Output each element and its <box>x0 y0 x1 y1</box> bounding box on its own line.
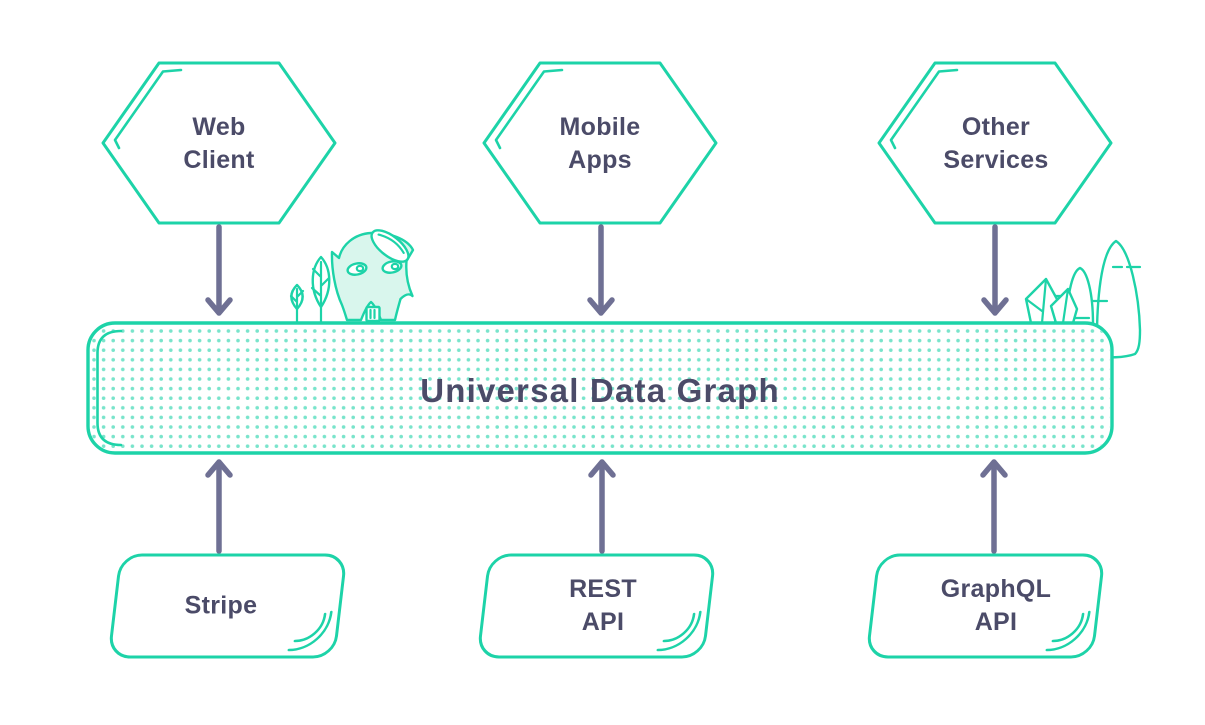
crystal-facets <box>1024 277 1048 325</box>
other-services-label-line2: Services <box>943 146 1049 174</box>
left-decorations <box>289 229 415 324</box>
ghost-tag-lines <box>369 308 376 320</box>
arrows-up <box>205 459 1008 554</box>
small-leaf-plant-veins <box>289 287 305 324</box>
rest-api-label: REST API <box>569 573 637 639</box>
source-corner-accent <box>287 610 333 652</box>
big-hill-cactus-icon <box>1095 239 1142 359</box>
hexagon-outline <box>101 61 337 225</box>
source-stripe <box>109 553 346 659</box>
rest-api-label-line2: API <box>581 608 625 636</box>
arrows-down <box>205 224 1009 316</box>
arrow-graphql-api-to-hub <box>980 459 1008 554</box>
web-client-label-line1: Web <box>192 113 246 141</box>
web-client-label: Web Client <box>183 111 254 177</box>
source-rest-api <box>478 553 715 659</box>
hexagon-outline <box>482 61 718 225</box>
mobile-apps-label: Mobile Apps <box>560 111 641 177</box>
hexagon-accent <box>113 68 183 150</box>
source-corner-accent <box>1045 610 1091 652</box>
arrow-other-services-to-hub <box>981 224 1009 316</box>
halo-inner-line <box>377 233 405 254</box>
arrow-web-client-to-hub <box>205 224 233 316</box>
source-graphql-api <box>867 553 1104 659</box>
hexagon-accent <box>889 68 959 150</box>
arrow-mobile-apps-to-hub <box>587 224 615 316</box>
ghost-pupil-right <box>390 262 400 271</box>
hub-banner-border <box>86 321 1114 455</box>
crystal-small-facet <box>1061 287 1070 325</box>
hexagon-web-client <box>101 61 337 225</box>
hub-title: Universal Data Graph <box>420 372 780 409</box>
stripe-label-line1: Stripe <box>184 591 258 620</box>
right-decorations <box>1024 239 1142 359</box>
graphql-api-label-line1: GraphQL <box>940 575 1052 603</box>
hub-banner-dot-pattern <box>90 325 1110 451</box>
leaf-plant-veins <box>310 260 331 324</box>
hexagon-mobile-apps <box>482 61 718 225</box>
source-corner-accent <box>656 610 702 652</box>
source-outline <box>109 553 346 659</box>
hexagon-accent <box>494 68 564 150</box>
mobile-apps-label-line2: Apps <box>568 146 632 174</box>
rest-api-label-line1: REST <box>569 575 637 603</box>
hexagon-outline <box>877 61 1113 225</box>
halo-ring <box>370 229 410 263</box>
graphql-api-label: GraphQL API <box>941 573 1051 639</box>
hub-banner <box>86 321 1114 455</box>
graphql-api-label-line2: API <box>974 608 1018 636</box>
arrow-rest-api-to-hub <box>588 459 616 554</box>
arrow-stripe-to-hub <box>205 459 233 554</box>
web-client-label-line2: Client <box>183 146 255 174</box>
ghost-halo-icon <box>370 229 410 263</box>
ghost-tag <box>365 305 381 323</box>
other-services-label: Other Services <box>943 111 1048 177</box>
source-outline <box>478 553 715 659</box>
stripe-label: Stripe <box>185 590 258 623</box>
hub-banner-accent <box>96 329 123 447</box>
mobile-apps-label-line1: Mobile <box>559 113 641 141</box>
hexagon-other-services <box>877 61 1113 225</box>
ghost-pupil-left <box>355 264 365 273</box>
source-outline <box>867 553 1104 659</box>
other-services-label-line1: Other <box>961 113 1031 141</box>
